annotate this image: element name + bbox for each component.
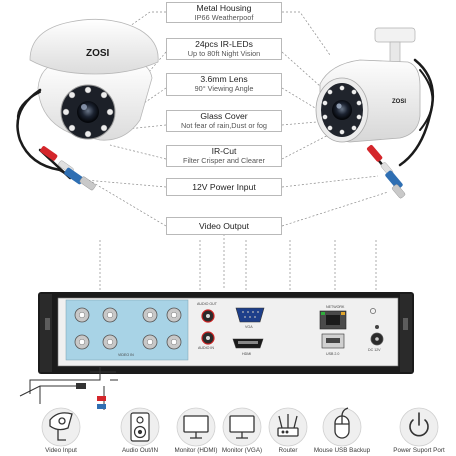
video-in-label: VIDEO IN — [118, 353, 134, 357]
power-label: DC 12V — [368, 348, 381, 352]
feature-subtitle: Up to 80ft Night Vision — [187, 49, 261, 58]
mouse-icon — [334, 407, 350, 439]
accessory-label-power: Power Suport Port — [393, 447, 445, 454]
speaker-icon — [130, 412, 150, 442]
feature-box-glass-cover: Glass Cover Not fear of rain,Dust or fog — [166, 110, 282, 132]
vga-label: VGA — [245, 325, 253, 329]
feature-subtitle: Filter Crisper and Clearer — [183, 156, 265, 165]
audio-ports — [201, 309, 215, 345]
feature-box-metal-housing: Metal Housing IP66 Weatherpoof — [166, 2, 282, 23]
usb-label: USB 2.0 — [326, 352, 339, 356]
vga-port — [235, 307, 265, 323]
hdmi-port — [232, 338, 264, 349]
feature-box-ir-cut: IR-Cut Filter Crisper and Clearer — [166, 145, 282, 167]
power-port — [370, 308, 384, 346]
feature-title: 3.6mm Lens — [200, 74, 248, 84]
feature-subtitle: IP66 Weatherpoof — [194, 13, 254, 22]
power-icon — [409, 412, 429, 437]
bullet-camera: ZOSI — [315, 27, 421, 143]
network-label: NETWORK — [326, 305, 345, 309]
feature-title: 12V Power Input — [192, 182, 256, 192]
ethernet-port — [319, 310, 347, 330]
accessory-label-video-input: Video Input — [45, 447, 77, 454]
splitter-red-plug — [97, 396, 106, 401]
feature-box-video-output: Video Output — [166, 217, 282, 235]
feature-subtitle: Not fear of rain,Dust or fog — [181, 121, 267, 130]
connectors-left — [40, 146, 96, 191]
dvr-unit: VIDEO IN AUDIO OUT AUDIO IN VGA HDMI NET… — [38, 292, 414, 374]
feature-title: Video Output — [198, 221, 249, 231]
monitor-vga-icon — [229, 415, 255, 439]
monitor-hdmi-icon — [183, 415, 209, 439]
hdmi-label: HDMI — [242, 352, 251, 356]
router-icon — [277, 414, 299, 437]
feature-subtitle: 90° Viewing Angle — [194, 84, 254, 93]
connectors-right — [366, 144, 406, 199]
dome-logo-text: ZOSI — [86, 48, 110, 59]
feature-box-ir-leds: 24pcs IR-LEDs Up to 80ft Night Vision — [166, 38, 282, 60]
accessory-label-monitor-hdmi: Monitor (HDMI) — [174, 447, 218, 454]
dome-camera: ZOSI — [29, 18, 159, 141]
splitter-blue-plug — [97, 404, 106, 409]
accessory-label-mouse-usb: Mouse USB Backup — [313, 447, 371, 454]
feature-title: IR-Cut — [211, 146, 237, 156]
feature-title: Glass Cover — [200, 111, 248, 121]
accessory-label-router: Router — [278, 447, 298, 454]
accessory-label-monitor-vga: Monitor (VGA) — [221, 447, 263, 454]
feature-box-power-input: 12V Power Input — [166, 178, 282, 196]
camera-icon — [49, 412, 73, 441]
audio-in-label: AUDIO IN — [198, 346, 214, 350]
usb-port — [321, 333, 345, 349]
feature-title: 24pcs IR-LEDs — [195, 39, 253, 49]
feature-box-lens: 3.6mm Lens 90° Viewing Angle — [166, 73, 282, 96]
audio-out-label: AUDIO OUT — [197, 302, 218, 306]
bullet-logo-text: ZOSI — [392, 99, 406, 105]
feature-title: Metal Housing — [196, 3, 252, 13]
accessory-label-audio: Audio Out/IN — [121, 447, 159, 454]
